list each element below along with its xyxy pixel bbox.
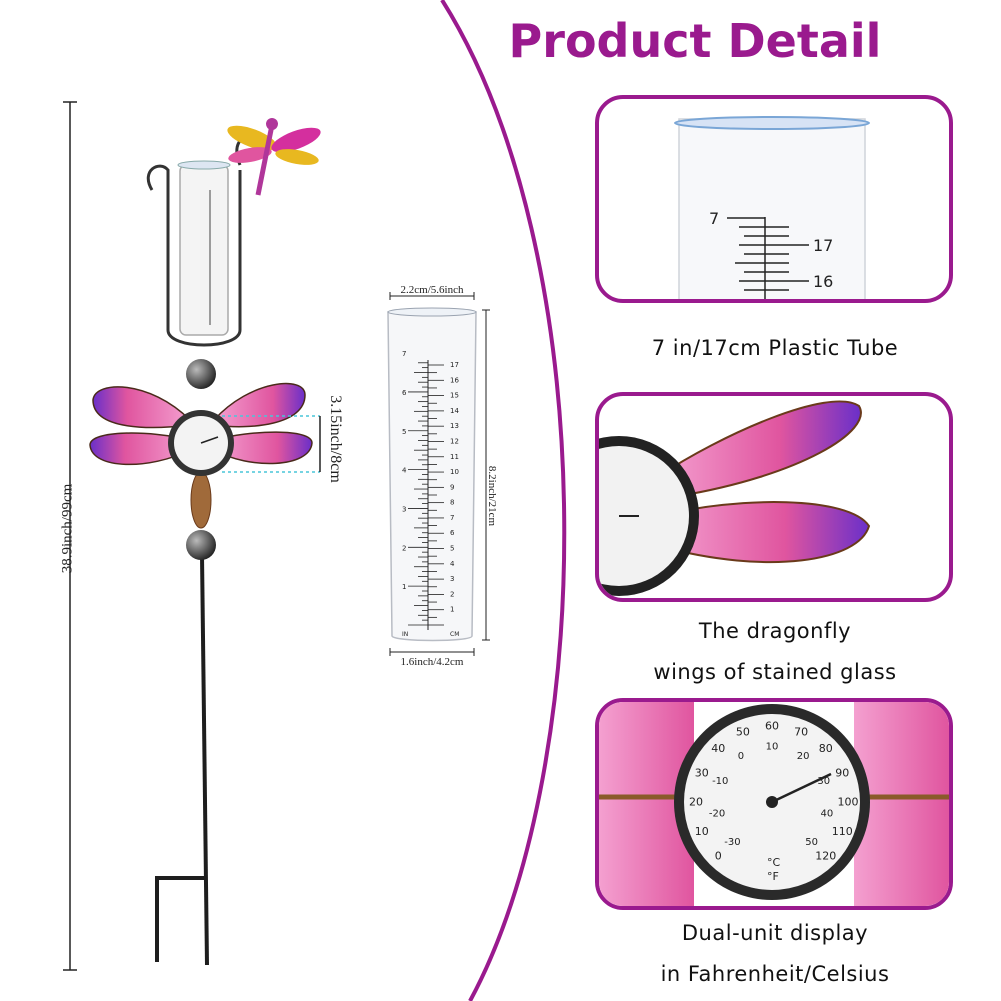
page-title: Product Detail <box>508 14 882 68</box>
tube-top-label: 2.2cm/5.6inch <box>400 284 464 296</box>
gauge-celsius-label: -30 <box>724 837 740 848</box>
gauge-celsius-label: 30 <box>817 776 830 787</box>
tube-unit-in: IN <box>402 631 408 638</box>
tube-inch-label: 1 <box>402 583 406 591</box>
caption-gauge-line2: in Fahrenheit/Celsius <box>660 962 890 986</box>
dragonfly-ornament <box>227 118 321 196</box>
lower-bead <box>186 530 216 560</box>
gauge-unit-c: °C <box>767 856 781 869</box>
tube-cm-label: 6 <box>450 529 455 537</box>
gauge-fahrenheit-label: 60 <box>765 720 779 733</box>
gauge-celsius-label: 40 <box>821 808 834 819</box>
tube-cm-label: 16 <box>450 376 459 384</box>
closeup-cm-mark-17: 17 <box>813 236 833 255</box>
caption-wings-line1: The dragonfly <box>698 619 852 643</box>
gauge-fahrenheit-label: 70 <box>794 725 808 738</box>
gauge-celsius-label: -20 <box>709 808 725 819</box>
caption-wings-line2: wings of stained glass <box>653 660 897 684</box>
gauge-fahrenheit-label: 100 <box>838 796 859 809</box>
thermometer-small <box>168 410 234 476</box>
gauge-unit-f: °F <box>767 870 779 883</box>
dragonfly-body <box>190 471 212 529</box>
tube-inch-label: 5 <box>402 428 406 436</box>
tube-cm-label: 14 <box>450 407 459 415</box>
gauge-fahrenheit-label: 50 <box>736 725 750 738</box>
caption-gauge-line1: Dual-unit display <box>681 921 869 945</box>
detail-panel-tube: 7 17 16 <box>595 95 953 303</box>
product-illustration <box>63 101 321 971</box>
tube-inch-label: 2 <box>402 544 406 552</box>
tube-cm-label: 10 <box>450 468 459 476</box>
tube-cm-label: 9 <box>450 483 454 491</box>
tube-inch-label: 3 <box>402 505 406 513</box>
caption-tube: 7 in/17cm Plastic Tube <box>651 336 899 360</box>
tube-unit-cm: CM <box>450 631 459 638</box>
tube-cm-label: 13 <box>450 422 459 430</box>
tube-cm-label: 5 <box>450 545 454 553</box>
tube-cm-label: 7 <box>450 514 454 522</box>
tube-cm-label: 11 <box>450 453 459 461</box>
tube-bottom-label: 1.6inch/4.2cm <box>400 656 464 668</box>
gauge-celsius-label: 10 <box>766 741 779 752</box>
tube-cm-label: 8 <box>450 499 454 507</box>
tube-cm-label: 4 <box>450 560 455 568</box>
tube-inch-label: 4 <box>402 467 407 475</box>
gauge-fahrenheit-label: 120 <box>815 849 836 862</box>
garden-stake <box>155 554 209 966</box>
tube-inch-label: 6 <box>402 389 407 397</box>
upper-bead <box>186 359 216 389</box>
gauge-fahrenheit-label: 90 <box>835 767 849 780</box>
gauge-fahrenheit-label: 40 <box>711 742 725 755</box>
wing-height-dimension <box>222 415 320 473</box>
gauge-celsius-label: 50 <box>805 837 818 848</box>
gauge-fahrenheit-label: 110 <box>832 825 853 838</box>
gauge-celsius-label: 20 <box>797 751 810 762</box>
wing-height-label: 3.15inch/8cm <box>327 395 344 483</box>
tube-inch-label: 7 <box>402 350 406 358</box>
tube-cm-label: 3 <box>450 575 454 583</box>
gauge-fahrenheit-label: 10 <box>695 825 709 838</box>
tube-cm-label: 2 <box>450 590 454 598</box>
detail-panel-wings <box>595 392 953 602</box>
closeup-cm-mark-16: 16 <box>813 272 833 291</box>
height-label: 38.9inch/99cm <box>59 483 76 574</box>
gauge-fahrenheit-label: 80 <box>819 742 833 755</box>
stained-glass-wings <box>89 382 313 466</box>
gauge-celsius-label: 0 <box>738 751 744 762</box>
gauge-fahrenheit-label: 30 <box>695 767 709 780</box>
height-dimension-line <box>63 101 77 971</box>
tube-cm-label: 1 <box>450 606 454 614</box>
tube-cm-label: 17 <box>450 361 459 369</box>
gauge-celsius-label: -10 <box>712 776 728 787</box>
gauge-fahrenheit-label: 20 <box>689 796 703 809</box>
tube-cm-label: 15 <box>450 392 459 400</box>
tube-cm-label: 12 <box>450 437 459 445</box>
gauge-fahrenheit-label: 0 <box>715 849 722 862</box>
rain-tube-small <box>177 160 231 336</box>
closeup-inch-mark: 7 <box>709 209 719 228</box>
